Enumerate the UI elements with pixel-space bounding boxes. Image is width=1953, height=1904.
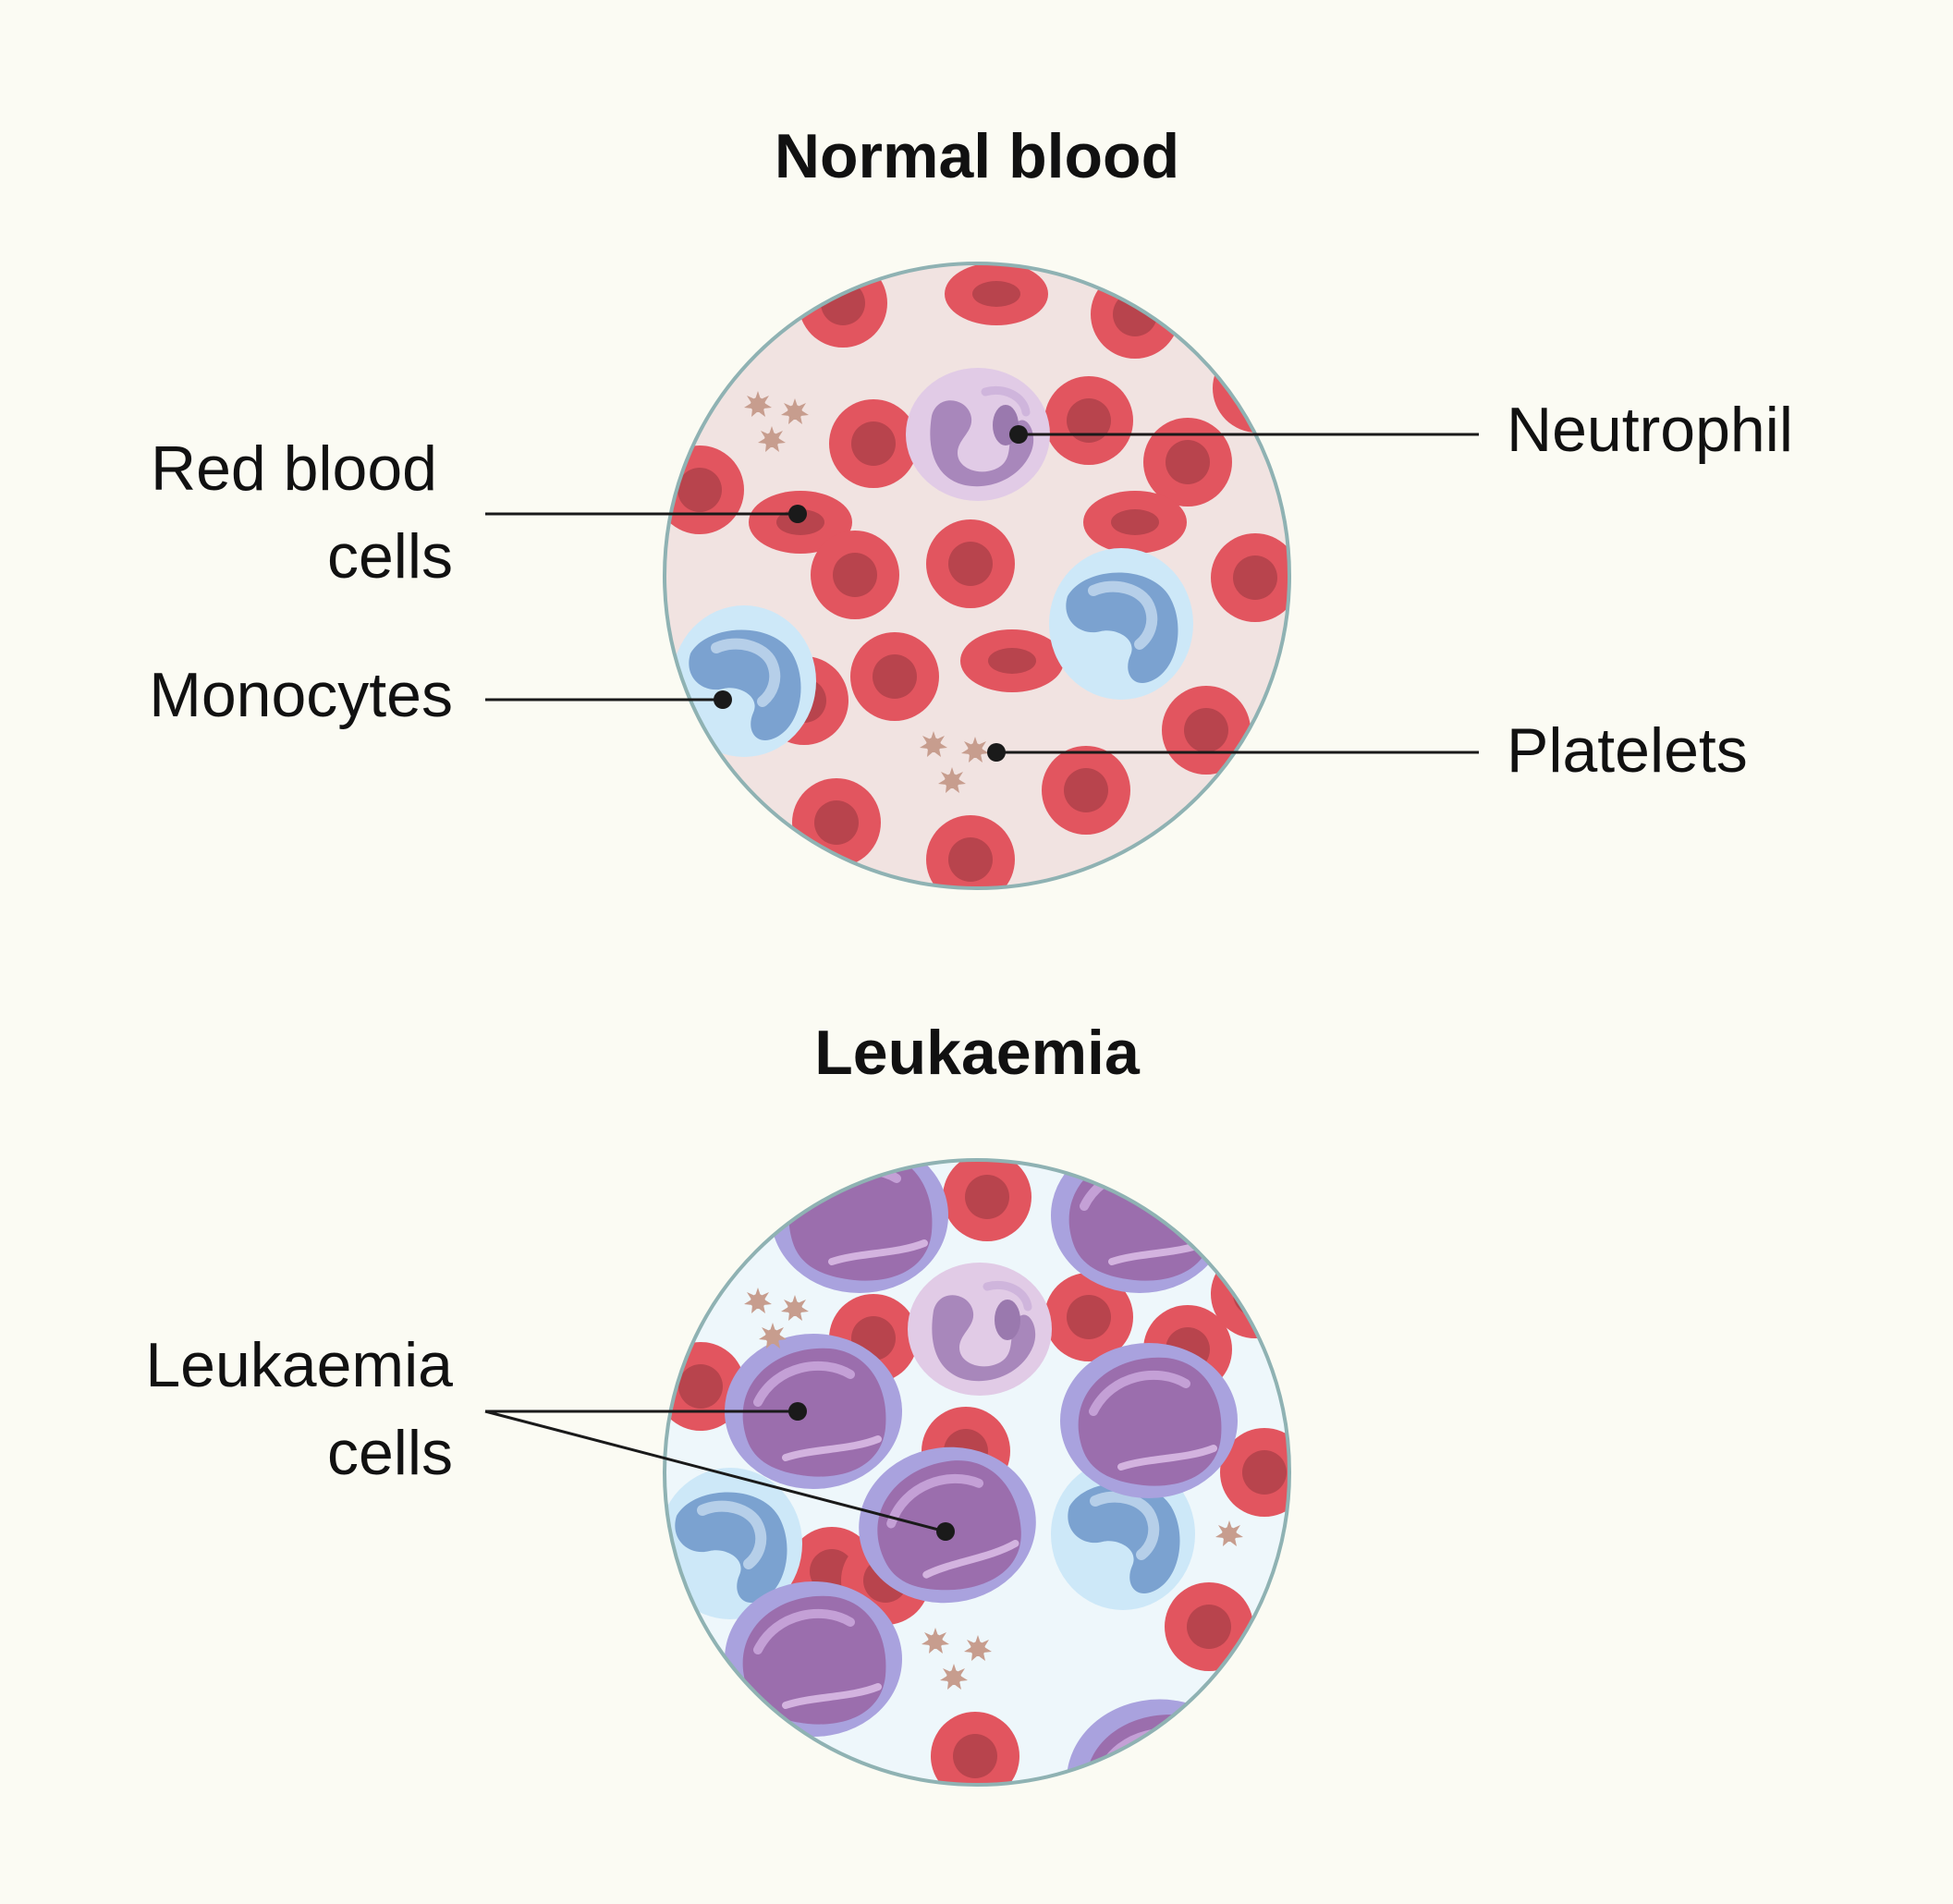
red-blood-cell <box>960 629 1064 692</box>
red-blood-cell <box>926 519 1015 608</box>
neutrophil-pointer-dot <box>1009 425 1028 444</box>
red-blood-cell <box>1143 418 1232 507</box>
red-blood-cells-pointer-dot <box>788 505 807 523</box>
label-leukaemia-cells: Leukaemia cells <box>145 1330 955 1541</box>
red-blood-cell <box>829 399 918 488</box>
red-blood-cell <box>943 1160 1031 1241</box>
leukaemia-cells-label-line2: cells <box>327 1418 453 1488</box>
red-blood-cells-label-line1: Red blood <box>151 433 437 504</box>
red-blood-cell <box>931 1712 1019 1785</box>
leukaemia-cells-label-line1: Leukaemia <box>145 1330 453 1400</box>
red-blood-cell <box>1165 1582 1253 1671</box>
monocytes-pointer-dot <box>714 690 732 709</box>
normal-blood-title: Normal blood <box>775 121 1179 191</box>
label-platelets: Platelets <box>987 715 1748 786</box>
leukaemia-cells-pointer-dot-lower <box>936 1522 955 1541</box>
label-red-blood-cells: Red blood cells <box>151 433 807 592</box>
leukaemia-cell <box>1051 1138 1228 1293</box>
red-blood-cell <box>1162 686 1251 775</box>
monocytes-label: Monocytes <box>149 660 453 730</box>
neutrophil-cell <box>908 1263 1052 1396</box>
leukaemia-cells-pointer-dot-upper <box>788 1402 807 1421</box>
red-blood-cell <box>1044 376 1133 465</box>
red-blood-cell <box>1083 491 1187 554</box>
red-blood-cell <box>799 263 887 348</box>
normal-blood-sample <box>663 262 1291 890</box>
label-monocytes: Monocytes <box>149 660 732 730</box>
red-blood-cells-label-line2: cells <box>327 521 453 592</box>
red-blood-cell <box>1091 270 1179 359</box>
platelets-label: Platelets <box>1507 715 1748 786</box>
red-blood-cell <box>1211 1250 1289 1338</box>
red-blood-cell <box>945 263 1048 325</box>
red-blood-cell <box>1042 746 1130 835</box>
platelets-pointer-dot <box>987 743 1006 762</box>
leukaemia-cell <box>725 1581 902 1737</box>
monocyte-cell <box>672 605 816 757</box>
leukaemia-cell <box>1060 1343 1238 1498</box>
leukaemia-sample <box>663 1138 1291 1787</box>
red-blood-cell <box>811 531 899 619</box>
label-neutrophil: Neutrophil <box>1009 395 1793 465</box>
monocyte-cell <box>1049 548 1193 700</box>
neutrophil-label: Neutrophil <box>1507 395 1793 465</box>
leukaemia-cells-leader-line-lower <box>484 1410 946 1533</box>
leukaemia-title: Leukaemia <box>814 1018 1141 1088</box>
red-blood-cell <box>926 815 1015 888</box>
red-blood-cell <box>850 632 939 721</box>
